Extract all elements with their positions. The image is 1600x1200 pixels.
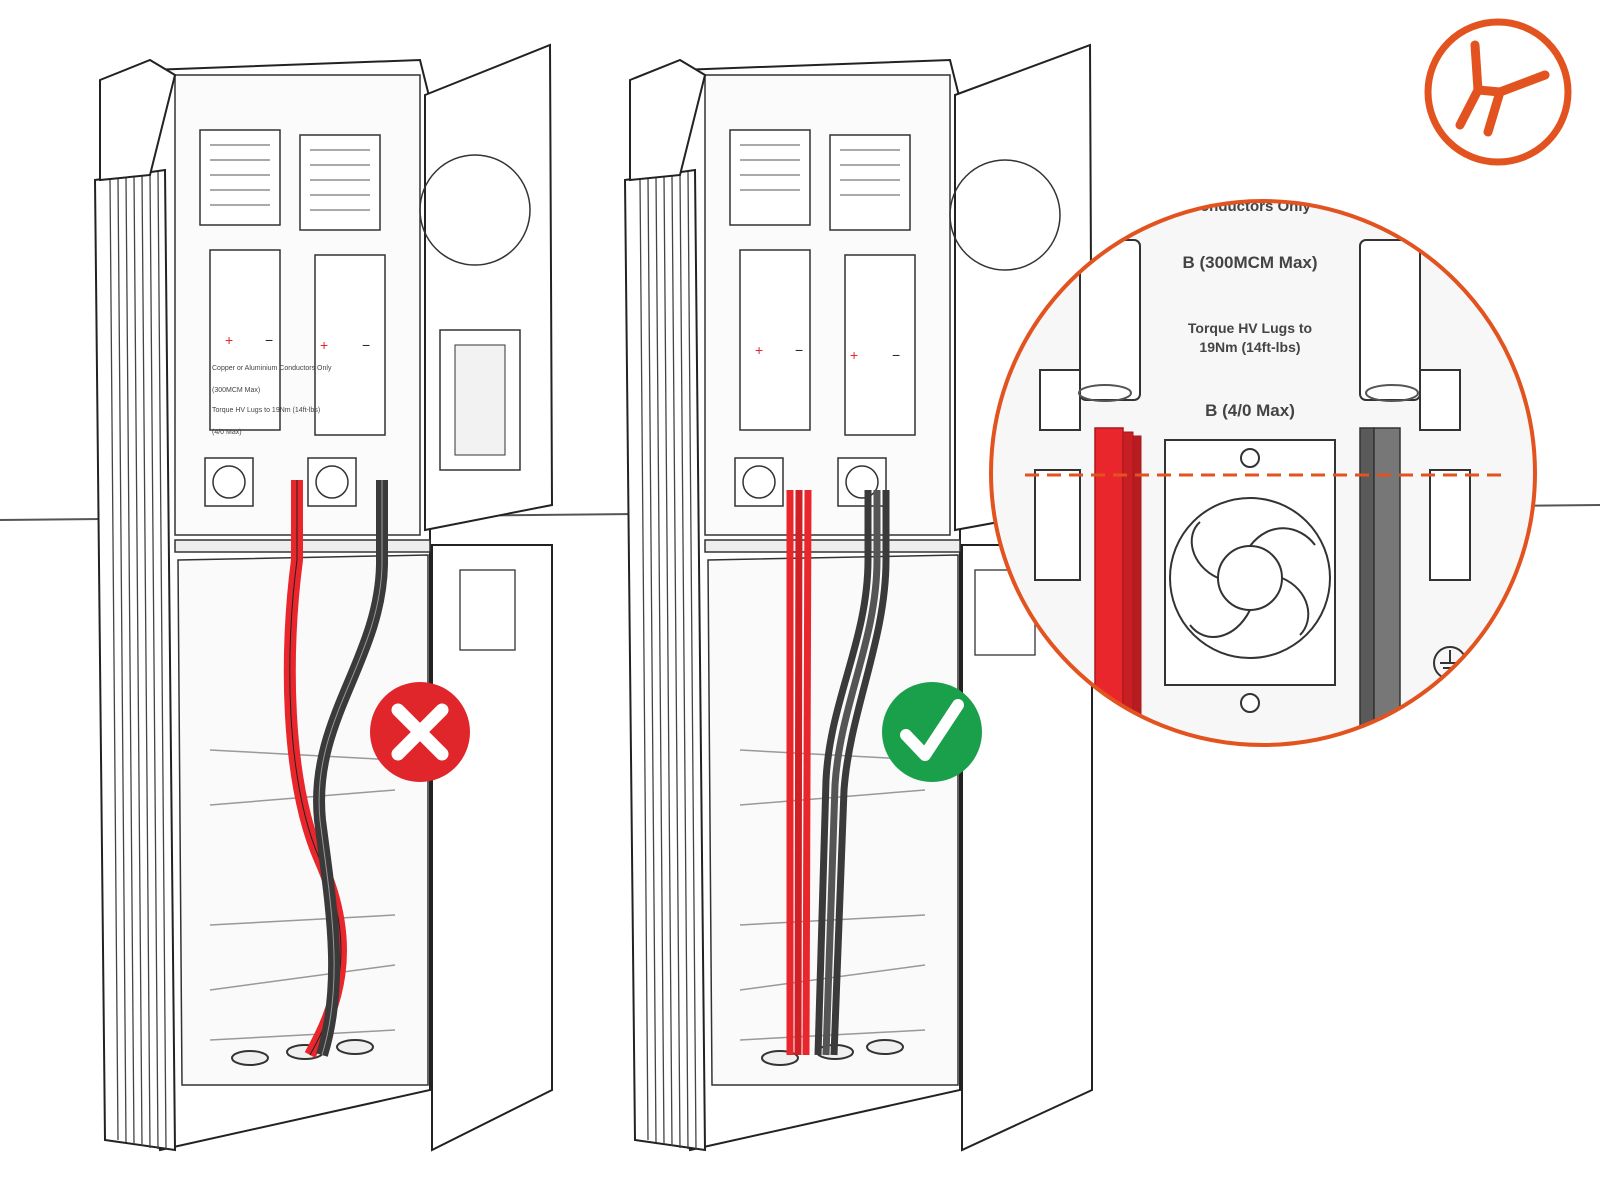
incorrect-badge — [370, 682, 470, 782]
plus-label-3: + — [755, 342, 763, 358]
plus-label-4: + — [850, 347, 858, 363]
zoom-label-torque-1: Torque HV Lugs to — [1188, 320, 1312, 336]
minus-label-1: − — [265, 332, 273, 348]
panel-labels-correct: + − + − — [755, 342, 900, 363]
tool-badge — [1424, 18, 1572, 166]
cable-cutter-icon — [1455, 40, 1550, 137]
panel-labels-incorrect: + − + − Copper or Aluminium Conductors O… — [212, 332, 370, 436]
conductors-note-label: Copper or Aluminium Conductors Only — [212, 365, 332, 372]
negative-cable-correct-3 — [830, 490, 890, 1056]
cables-incorrect — [283, 480, 388, 1058]
plus-label-1: + — [225, 332, 233, 348]
minus-label-2: − — [362, 337, 370, 353]
b-max-40-label: (4/0 Max) — [212, 429, 242, 436]
zoom-label-b-300: B (300MCM Max) — [1182, 253, 1317, 272]
positive-cable-correct-2 — [794, 489, 803, 1056]
x-mark-icon — [391, 703, 449, 761]
zoom-outline — [989, 199, 1537, 747]
door-incorrect — [419, 43, 554, 1152]
zoom-detail: Conductors Only B (300MCM Max) Torque HV… — [989, 199, 1537, 747]
minus-label-3: − — [795, 342, 803, 358]
cabinet-correct — [623, 58, 961, 1152]
zoom-label-torque-2: 19Nm (14ft-lbs) — [1199, 339, 1300, 355]
negative-cable-correct-2 — [822, 490, 881, 1056]
negative-cable-correct-1 — [814, 490, 872, 1056]
cables-correct — [786, 489, 890, 1056]
plus-label-2: + — [320, 337, 328, 353]
checkmark-icon — [900, 699, 964, 761]
correct-badge — [882, 682, 982, 782]
positive-cable-correct-3 — [802, 489, 812, 1056]
b-max-300-label: (300MCM Max) — [212, 387, 260, 394]
zoom-label-b-40: B (4/0 Max) — [1205, 401, 1295, 420]
torque-note-label: Torque HV Lugs to 19Nm (14ft-lbs) — [212, 407, 320, 414]
minus-label-4: − — [892, 347, 900, 363]
